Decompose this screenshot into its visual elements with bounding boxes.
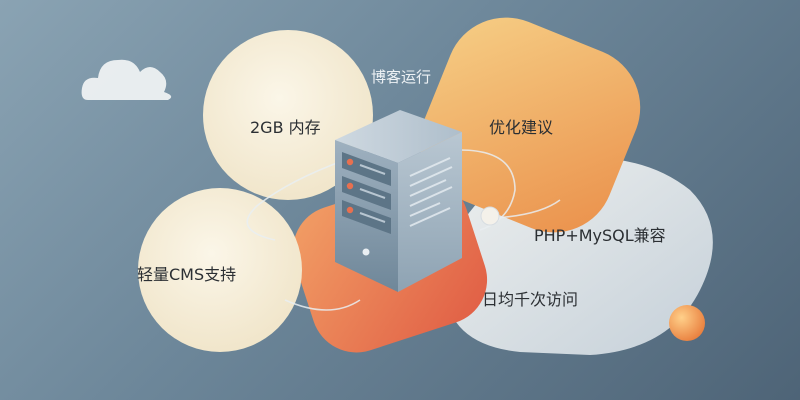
- server-drive-bays: [342, 152, 391, 256]
- server-side-lines: [409, 157, 453, 227]
- optimize-label: 优化建议: [489, 118, 554, 137]
- connector-node: [480, 206, 500, 226]
- orb-icon: [669, 305, 705, 341]
- server-icon: [335, 110, 462, 292]
- optimize-bubble: [419, 17, 641, 233]
- visits-label: 日均千次访问: [482, 290, 579, 309]
- cms-label: 轻量CMS支持: [137, 265, 237, 284]
- memory-bubble: [203, 30, 373, 200]
- memory-label: 2GB 内存: [250, 118, 321, 137]
- php-label: PHP+MySQL兼容: [534, 226, 666, 245]
- cloud-icon: [81, 59, 172, 100]
- title-label: 博客运行: [371, 68, 432, 86]
- cms-bubble: [138, 188, 302, 352]
